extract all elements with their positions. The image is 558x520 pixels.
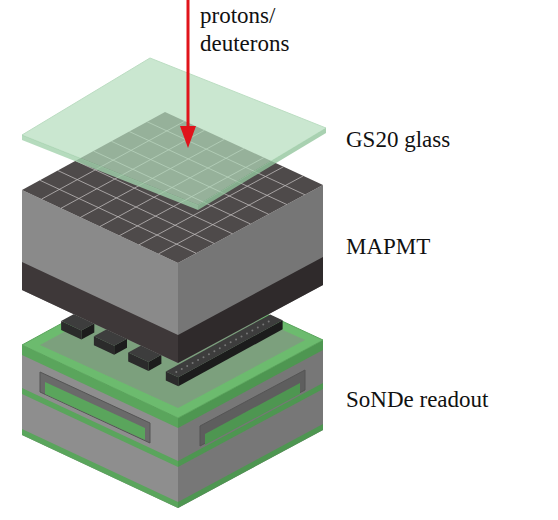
- pin-hole: [197, 359, 199, 361]
- part-label: protons/ deuterons: [200, 2, 330, 58]
- pin-hole: [213, 350, 215, 352]
- part-label: SoNDe readout: [346, 386, 551, 414]
- pin-hole: [186, 365, 188, 367]
- beam-arrow: [187, 0, 190, 128]
- pin-hole: [251, 329, 253, 331]
- glass-plate: [22, 58, 326, 210]
- pin-hole: [257, 327, 259, 329]
- pin-hole: [235, 338, 237, 340]
- pin-hole: [230, 341, 232, 343]
- mapmt-base: [178, 257, 323, 363]
- pin-hole: [262, 324, 264, 326]
- pin-hole: [219, 347, 221, 349]
- glass-top: [22, 58, 326, 205]
- arrow-head: [180, 126, 196, 148]
- mapmt-base: [22, 262, 178, 363]
- pin-hole: [181, 368, 183, 370]
- part-label: MAPMT: [346, 233, 546, 261]
- pin-hole: [208, 353, 210, 355]
- pin-hole: [241, 335, 243, 337]
- pin-hole: [192, 362, 194, 364]
- pin-hole: [202, 356, 204, 358]
- pcb-layer: [22, 429, 178, 508]
- pin-hole: [268, 321, 270, 323]
- pin-hole: [224, 344, 226, 346]
- pin-hole: [246, 332, 248, 334]
- part-label: GS20 glass: [346, 126, 546, 154]
- pin-hole: [175, 371, 177, 373]
